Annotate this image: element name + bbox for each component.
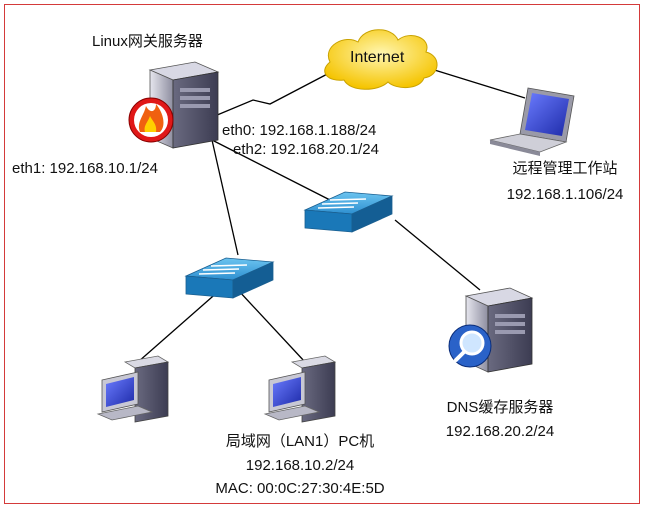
link-gateway-switch-lan1 xyxy=(211,139,239,256)
internet-label: Internet xyxy=(350,49,405,66)
pc-mac: MAC: 00:0C:27:30:4E:5D xyxy=(215,480,385,497)
gateway-title: Linux网关服务器 xyxy=(92,33,203,50)
link-switch-lan1-pc-right xyxy=(237,289,306,363)
remote-title: 远程管理工作站 xyxy=(512,160,618,177)
laptop-icon xyxy=(489,87,575,156)
eth1-label: eth1: 192.168.10.1/24 xyxy=(12,160,158,177)
eth2-label: eth2: 192.168.20.1/24 xyxy=(233,141,379,158)
cloud-icon xyxy=(324,29,438,90)
links xyxy=(137,67,526,363)
link-switch-lan2-dns xyxy=(394,219,481,291)
diagram-frame xyxy=(4,4,640,504)
server-firewall-icon xyxy=(128,61,220,149)
link-internet-remote xyxy=(427,67,526,99)
dns-ip: 192.168.20.2/24 xyxy=(445,423,555,440)
desktop-pc-icon xyxy=(263,355,337,423)
desktop-pc-icon xyxy=(96,355,170,423)
pc-ip: 192.168.10.2/24 xyxy=(245,457,355,474)
remote-ip: 192.168.1.106/24 xyxy=(506,186,624,203)
server-magnifier-icon xyxy=(448,287,534,373)
link-switch-lan1-pc-left xyxy=(137,289,221,363)
network-switch-icon xyxy=(184,257,275,299)
network-switch-icon xyxy=(303,191,394,233)
link-gateway-internet xyxy=(209,69,336,119)
dns-title: DNS缓存服务器 xyxy=(446,399,554,416)
link-gateway-switch-lan2 xyxy=(211,139,331,201)
pc-title: 局域网（LAN1）PC机 xyxy=(225,433,375,450)
eth0-label: eth0: 192.168.1.188/24 xyxy=(222,122,377,139)
